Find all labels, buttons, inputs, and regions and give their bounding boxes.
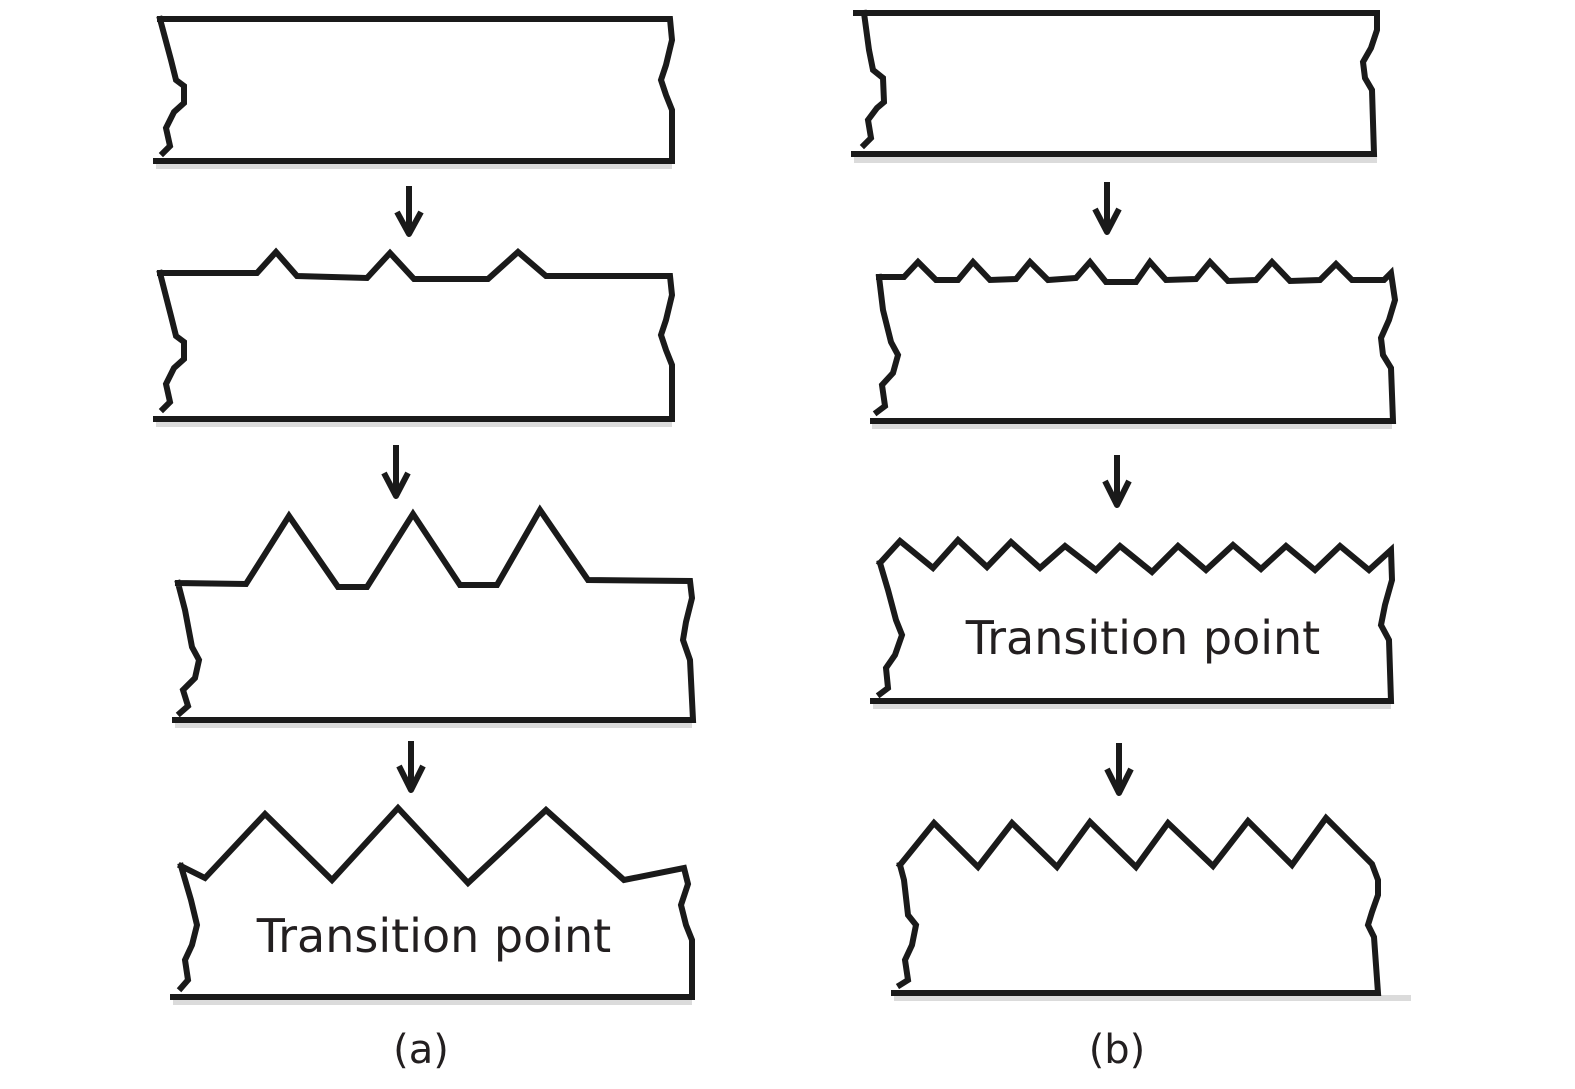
arrow-down-icon [381,445,411,499]
panel-a-stage-3 [172,504,697,728]
panel-b-stage-4 [891,813,1411,1001]
arrow-down-icon [394,186,424,237]
panel-b: Transition point (b) [851,9,1411,1073]
arrow-down-icon [1102,455,1132,508]
arrow-down-icon [1092,182,1122,235]
panel-a-stage-4: Transition point [170,803,695,1005]
panel-b-stage-1 [851,9,1380,163]
transition-point-label: Transition point [256,909,611,963]
panel-a-caption: (a) [393,1027,449,1073]
transition-point-label: Transition point [965,611,1320,665]
panel-a-stage-2-block [153,247,676,422]
arrow-down-icon [396,741,426,793]
panel-a-stage-1 [153,15,676,169]
panel-b-stage-3: Transition point [870,535,1396,709]
panel-a: Transition point (a) [153,15,697,1073]
panel-b-stage-3-block [870,535,1396,704]
panel-b-stage-1-block [851,9,1380,157]
panel-a-stage-3-block [172,504,697,723]
panel-b-stage-2 [870,257,1399,429]
arrow-down-icon [1104,743,1134,796]
panel-b-stage-4-block [891,813,1382,996]
panel-b-caption: (b) [1089,1027,1146,1073]
panel-a-stage-1-block [153,15,676,164]
panel-b-stage-2-block [870,257,1399,424]
panel-a-stage-4-block [170,803,695,1000]
panel-a-stage-2 [153,247,676,427]
